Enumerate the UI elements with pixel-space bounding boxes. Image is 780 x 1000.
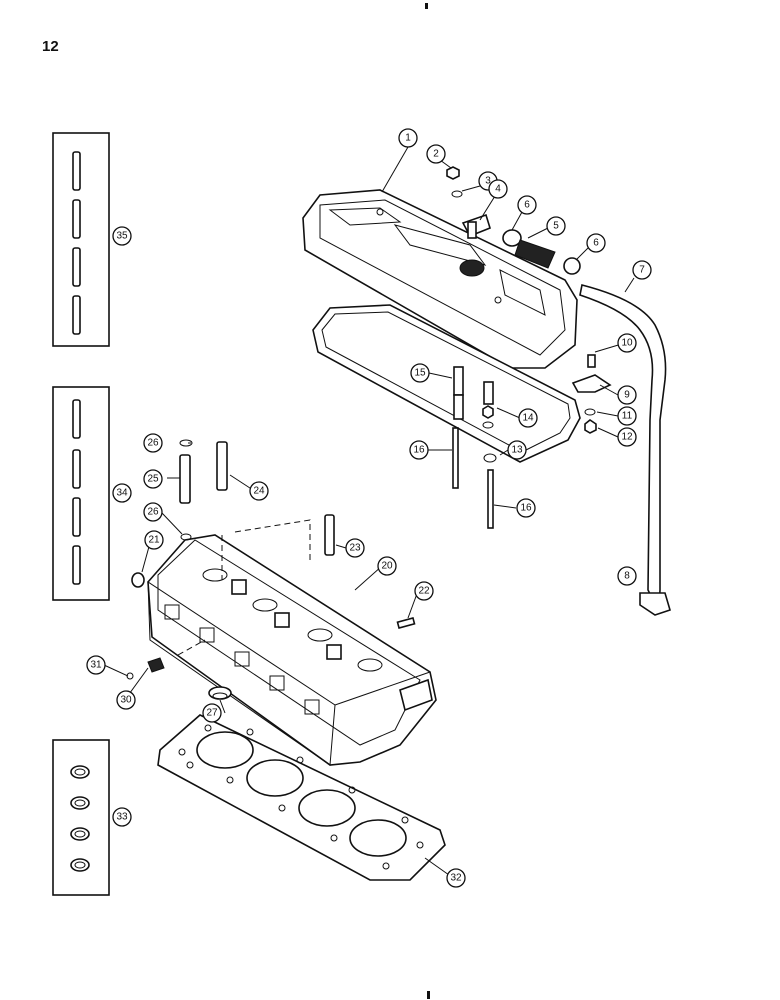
callout-9: 9 — [617, 385, 637, 405]
kit-box-33 — [52, 739, 110, 896]
callout-21: 21 — [144, 530, 164, 550]
svg-text:30: 30 — [120, 695, 132, 706]
svg-text:7: 7 — [639, 265, 645, 276]
svg-text:5: 5 — [553, 221, 559, 232]
callout-26b: 26 — [143, 502, 163, 522]
callout-14: 14 — [518, 408, 538, 428]
callout-16a: 16 — [409, 440, 429, 460]
callout-30: 30 — [116, 690, 136, 710]
callout-20: 20 — [377, 556, 397, 576]
callout-24: 24 — [249, 481, 269, 501]
svg-text:14: 14 — [522, 413, 534, 424]
callout-4: 4 — [488, 179, 508, 199]
callout-27: 27 — [202, 703, 222, 723]
svg-text:21: 21 — [148, 535, 160, 546]
svg-text:34: 34 — [116, 488, 128, 499]
svg-text:1: 1 — [405, 133, 411, 144]
head-parts — [126, 439, 416, 700]
svg-text:13: 13 — [511, 445, 523, 456]
callout-16b: 16 — [516, 498, 536, 518]
svg-text:22: 22 — [418, 586, 430, 597]
callout-13: 13 — [507, 440, 527, 460]
callout-10: 10 — [617, 333, 637, 353]
svg-text:16: 16 — [413, 445, 425, 456]
callout-8: 8 — [617, 566, 637, 586]
valve-cover — [302, 189, 578, 369]
svg-text:16: 16 — [520, 503, 532, 514]
svg-text:8: 8 — [624, 571, 630, 582]
svg-text:27: 27 — [206, 708, 218, 719]
callout-22: 22 — [414, 581, 434, 601]
svg-text:25: 25 — [147, 474, 159, 485]
svg-text:4: 4 — [495, 184, 501, 195]
svg-text:6: 6 — [593, 238, 599, 249]
callout-23: 23 — [345, 538, 365, 558]
callout-6a: 6 — [517, 195, 537, 215]
callout-33: 33 — [112, 807, 132, 827]
callout-12: 12 — [617, 427, 637, 447]
svg-text:9: 9 — [624, 390, 630, 401]
svg-text:31: 31 — [90, 660, 102, 671]
callout-15: 15 — [410, 363, 430, 383]
registration-mark-top — [425, 3, 428, 9]
svg-text:2: 2 — [433, 149, 439, 160]
small-hardware — [446, 166, 612, 434]
callout-7: 7 — [632, 260, 652, 280]
svg-text:20: 20 — [381, 561, 393, 572]
svg-text:11: 11 — [622, 411, 633, 422]
svg-text:6: 6 — [524, 200, 530, 211]
svg-text:33: 33 — [116, 812, 128, 823]
callout-26a: 26 — [143, 433, 163, 453]
guide-lines — [177, 519, 311, 656]
callout-35: 35 — [112, 226, 132, 246]
svg-text:32: 32 — [450, 873, 462, 884]
callout-31: 31 — [86, 655, 106, 675]
callout-34: 34 — [112, 483, 132, 503]
studs-and-spacers — [452, 366, 497, 529]
callout-25: 25 — [143, 469, 163, 489]
kit-box-34 — [52, 386, 110, 601]
callout-5: 5 — [546, 216, 566, 236]
callout-2: 2 — [426, 144, 446, 164]
kit-box-35 — [52, 132, 110, 347]
breather-assembly — [461, 213, 671, 616]
svg-text:26: 26 — [147, 507, 159, 518]
callout-6b: 6 — [586, 233, 606, 253]
cylinder-head — [147, 534, 437, 766]
svg-text:35: 35 — [116, 231, 128, 242]
svg-text:10: 10 — [621, 338, 633, 349]
svg-text:12: 12 — [621, 432, 633, 443]
head-gasket — [157, 714, 446, 881]
callout-32: 32 — [446, 868, 466, 888]
registration-mark-bottom — [427, 991, 430, 999]
svg-text:24: 24 — [253, 486, 265, 497]
svg-text:3: 3 — [485, 176, 491, 187]
callout-11: 11 — [617, 406, 637, 426]
valve-cover-gasket — [312, 304, 581, 463]
svg-text:26: 26 — [147, 438, 159, 449]
svg-text:15: 15 — [414, 368, 426, 379]
callout-1: 1 — [398, 128, 418, 148]
page-number: 12 — [42, 38, 59, 55]
svg-text:23: 23 — [349, 543, 361, 554]
